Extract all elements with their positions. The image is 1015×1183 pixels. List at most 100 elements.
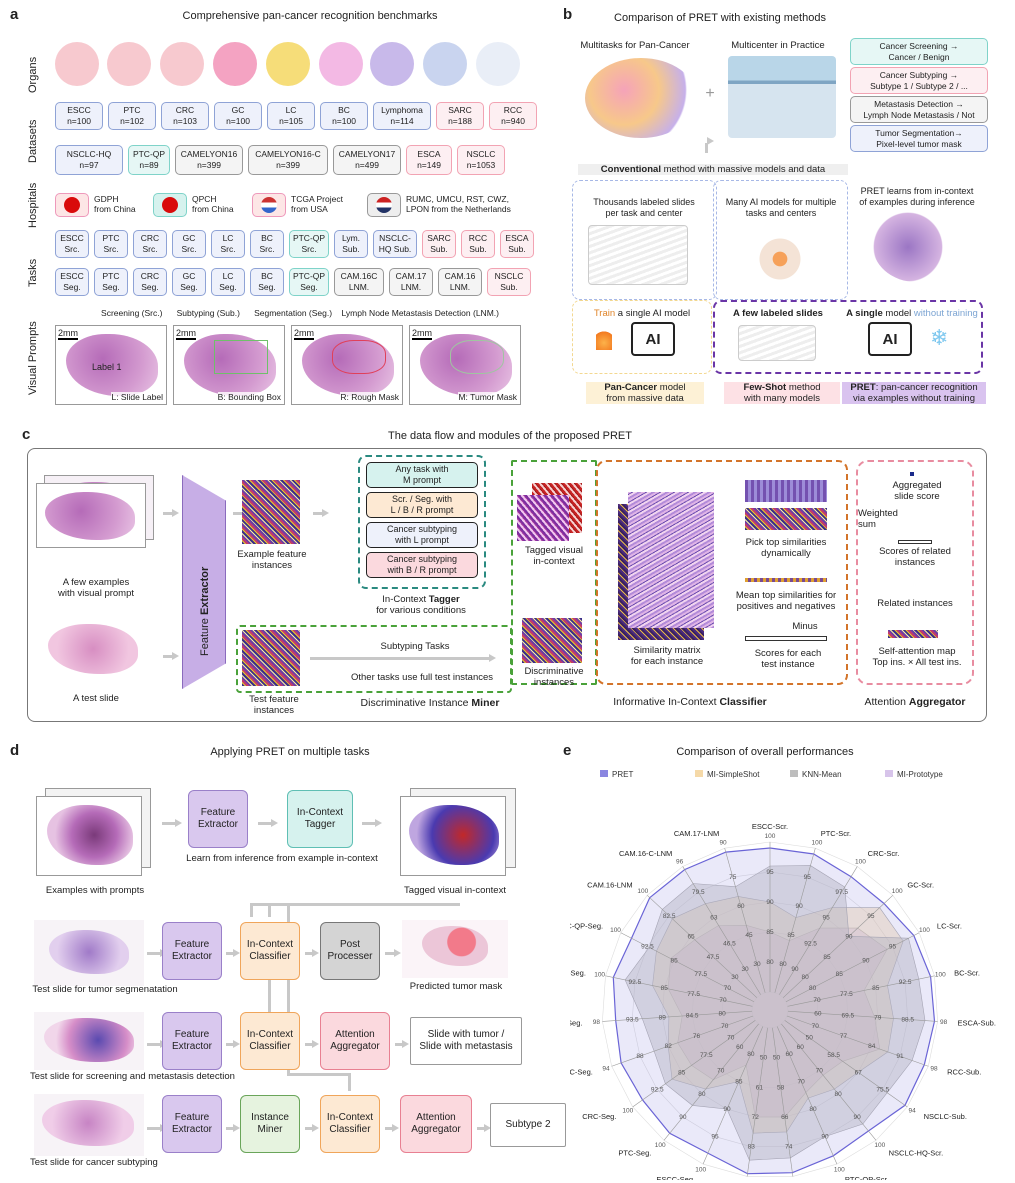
test-feature-map bbox=[242, 630, 300, 686]
radar-axis-label: GC-Scr. bbox=[907, 880, 934, 889]
panel-c-frame bbox=[27, 448, 987, 722]
radar-axis-label: GC-Seg. bbox=[570, 1068, 593, 1077]
tk1-item: LC Src. bbox=[211, 230, 245, 258]
subtype-output-box: Subtype 2 bbox=[490, 1103, 566, 1147]
china-flag-icon bbox=[55, 193, 89, 217]
tk2-item: CAM.16C LNM. bbox=[334, 268, 384, 296]
radar-tick: 97.5 bbox=[835, 889, 848, 896]
tk1-item: Lym. Sub. bbox=[334, 230, 368, 258]
radar-axis bbox=[781, 1023, 877, 1141]
aggregator-dash bbox=[856, 460, 974, 685]
tagger-condition: Cancer subtyping with L prompt bbox=[366, 522, 478, 548]
radar-tick: 85 bbox=[678, 1069, 686, 1076]
radar-tick: 90 bbox=[862, 957, 870, 964]
radar-axis-label: LC-Scr. bbox=[937, 921, 962, 930]
arrow bbox=[147, 949, 167, 957]
radar-outer-tick: 100 bbox=[834, 1167, 845, 1174]
tk1-item: RCC Sub. bbox=[461, 230, 495, 258]
subtyping-tasks: Subtyping Tasks bbox=[380, 641, 450, 652]
row-label-hospitals: Hospitals bbox=[27, 182, 39, 228]
legend-label: PRET bbox=[612, 770, 633, 779]
related-label: Related instances bbox=[877, 598, 953, 609]
panel-e-letter: e bbox=[563, 742, 572, 759]
snowflake-icon: ❄ bbox=[930, 325, 949, 350]
radar-tick: 92.5 bbox=[641, 944, 654, 951]
radar-outer-tick: 82 bbox=[790, 1179, 798, 1180]
prompt-slide: 2mm B: Bounding Box bbox=[173, 325, 285, 405]
feature-extractor-box: Feature Extractor bbox=[188, 790, 248, 848]
arrow bbox=[226, 949, 240, 957]
radar-outer-tick: 96 bbox=[676, 858, 684, 865]
tk1-item: BC Src. bbox=[250, 230, 284, 258]
radar-axis bbox=[602, 1010, 753, 1022]
radar-axis-label: ESCC-Seg. bbox=[656, 1175, 695, 1180]
radar-axis bbox=[772, 1027, 794, 1177]
prompt-caption: B: Bounding Box bbox=[217, 392, 281, 402]
few-shot-caption: Few-Shot method with many models bbox=[724, 382, 840, 404]
radar-axis-label: CRC-Seg. bbox=[582, 1112, 616, 1121]
scale-bar: 2mm bbox=[176, 328, 196, 340]
radar-tick: 58 bbox=[777, 1084, 785, 1091]
radar-tick: 50 bbox=[806, 1035, 814, 1042]
top-sim-strip bbox=[745, 508, 827, 530]
connector bbox=[250, 903, 253, 917]
ds2-item: NSCLC n=1053 bbox=[457, 145, 505, 175]
radar-outer-tick: 100 bbox=[855, 858, 866, 865]
single-model-text: A single model without training bbox=[846, 308, 978, 319]
computer-network-icon bbox=[740, 228, 820, 290]
radar-outer-tick: 100 bbox=[892, 888, 903, 895]
panel-a-title: Comprehensive pan-cancer recognition ben… bbox=[182, 10, 438, 22]
prompt-caption: L: Slide Label bbox=[111, 392, 163, 402]
panel-c-title: The data flow and modules of the propose… bbox=[388, 430, 632, 442]
radar-tick: 70 bbox=[719, 997, 727, 1004]
radar-axis-label: CAM.16-C-LNM bbox=[619, 849, 672, 858]
example-feature-map bbox=[242, 480, 300, 544]
connector bbox=[287, 903, 290, 1073]
pret-learns-text: PRET learns from in-context of examples … bbox=[859, 186, 975, 207]
radar-tick: 30 bbox=[753, 961, 761, 968]
tk1-item: NSCLC- HQ Sub. bbox=[373, 230, 417, 258]
ds1-item: ESCC n=100 bbox=[55, 102, 103, 130]
tk1-item: SARC Sub. bbox=[422, 230, 456, 258]
radar-tick: 77.5 bbox=[694, 971, 707, 978]
radar-tick: 72 bbox=[752, 1114, 760, 1121]
radar-tick: 95 bbox=[867, 913, 875, 920]
examples-prompts-label: Examples with prompts bbox=[45, 885, 145, 896]
radar-tick: 90 bbox=[679, 1114, 687, 1121]
tagged-map-front bbox=[517, 495, 569, 541]
panel-d-letter: d bbox=[10, 742, 20, 759]
radar-tick: 80 bbox=[698, 1091, 706, 1098]
pred-mask-label: Predicted tumor mask bbox=[409, 981, 503, 992]
radar-tick: 85 bbox=[823, 954, 831, 961]
example-feat-label: Example feature instances bbox=[237, 549, 307, 571]
pret-caption: PRET: pan-cancer recognition via example… bbox=[842, 382, 986, 404]
radar-tick: 60 bbox=[737, 903, 745, 910]
series-pret-area bbox=[612, 847, 936, 1175]
tk2-item: GC Seg. bbox=[172, 268, 206, 296]
radar-outer-tick: 100 bbox=[935, 972, 946, 979]
series-mi-prototype-area bbox=[667, 924, 888, 1118]
ds1-item: BC n=100 bbox=[320, 102, 368, 130]
panel-c-letter: c bbox=[22, 426, 31, 443]
connector bbox=[268, 903, 271, 917]
radar-tick: 95 bbox=[804, 874, 812, 881]
radar-axis-label: PTC-Scr. bbox=[821, 829, 851, 838]
radar-grid-ring bbox=[691, 931, 849, 1088]
radar-tick: 92.5 bbox=[629, 979, 642, 986]
tagger-condition: Cancer subtyping with B / R prompt bbox=[366, 552, 478, 578]
tk2-item: ESCC Seg. bbox=[55, 268, 89, 296]
feature-extractor-box: Feature Extractor bbox=[162, 1012, 222, 1070]
radar-tick: 85 bbox=[872, 985, 880, 992]
radar-tick: 63 bbox=[710, 915, 718, 922]
row-label-tasks: Tasks bbox=[27, 258, 39, 287]
radar-tick: 95 bbox=[711, 1134, 719, 1141]
lymph-icon bbox=[370, 42, 414, 86]
hospital-netherlands: RUMC, UMCU, RST, CWZ, LPON from the Neth… bbox=[406, 194, 511, 214]
radar-axis bbox=[702, 1026, 764, 1165]
learn-label: Learn from inference from example in-con… bbox=[186, 853, 378, 864]
lung-icon bbox=[266, 42, 310, 86]
radar-outer-tick: 100 bbox=[622, 1107, 633, 1114]
test-slide bbox=[40, 614, 150, 684]
radar-tick: 85 bbox=[735, 1079, 743, 1086]
